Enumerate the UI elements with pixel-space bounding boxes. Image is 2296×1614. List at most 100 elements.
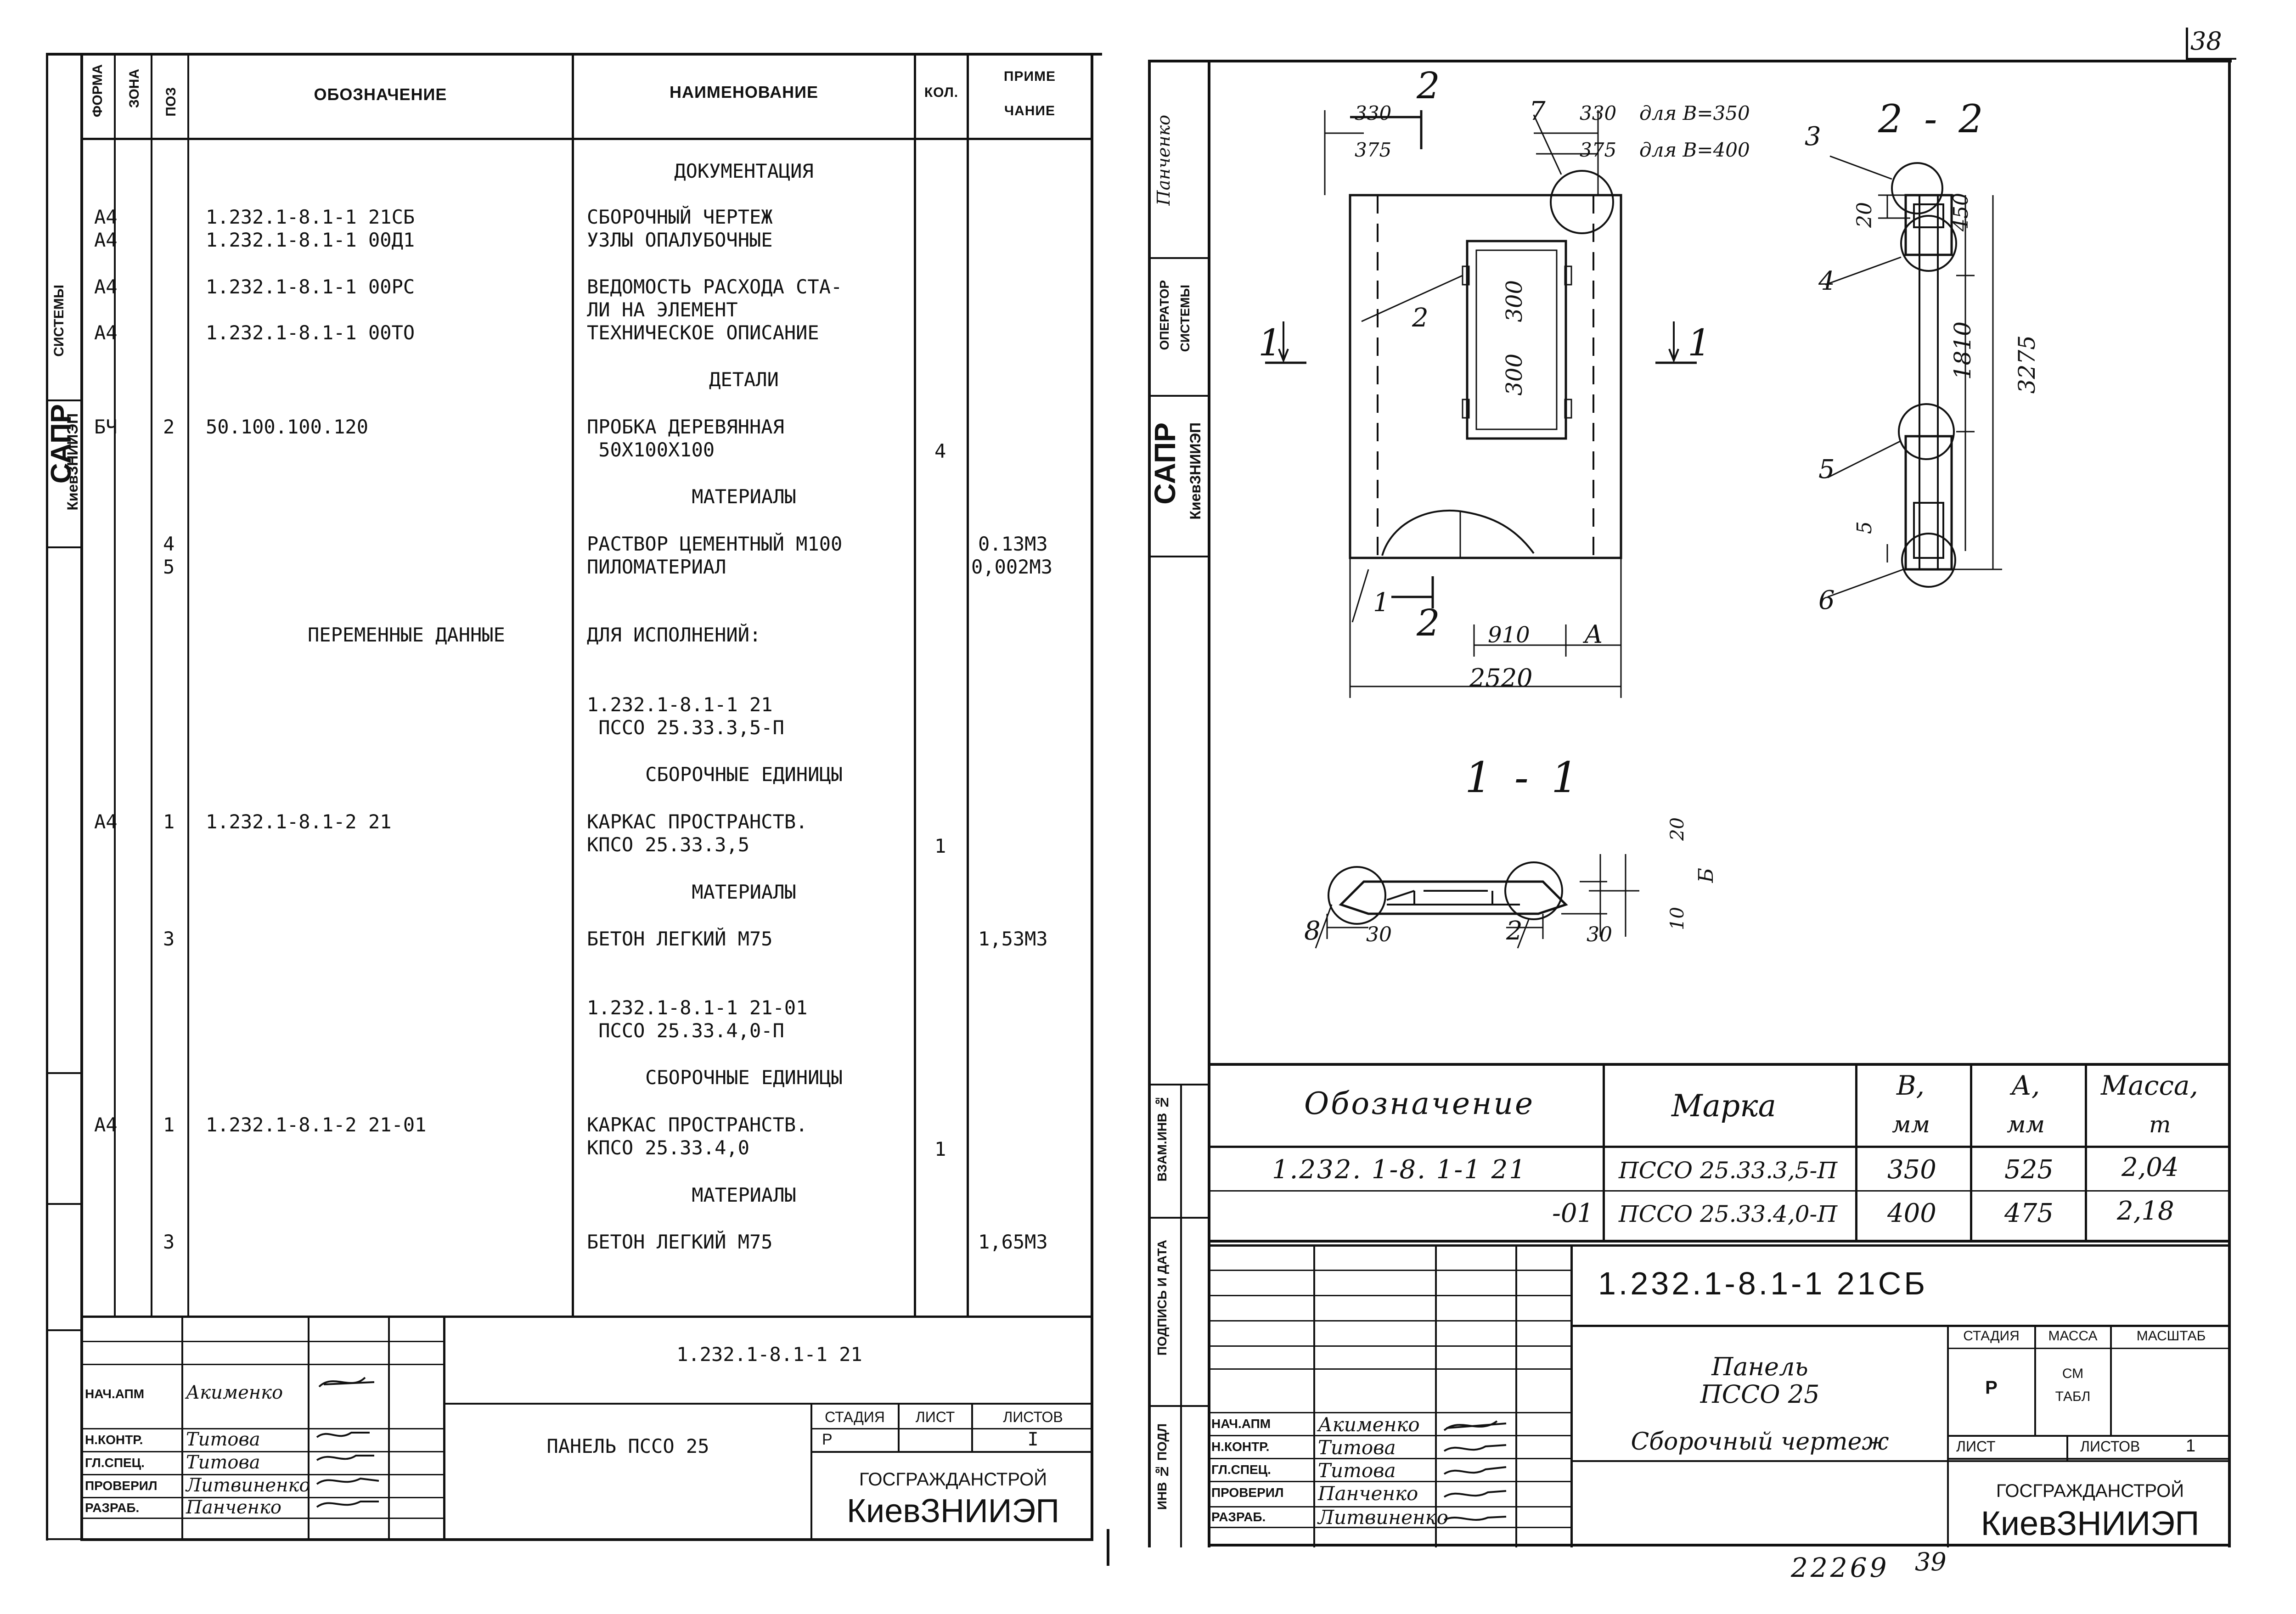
spec-row-name: ЛИ НА ЭЛЕМЕНТ xyxy=(587,298,738,321)
variant-a: 525 xyxy=(2004,1155,2054,1185)
left-block-title: ПАНЕЛЬ ПССО 25 xyxy=(546,1435,709,1457)
spec-row-name: МАТЕРИАЛЫ xyxy=(692,485,796,508)
dim-label: 375 xyxy=(1355,139,1392,161)
right-signatures xyxy=(1443,1420,1507,1521)
spec-row-name: ПССО 25.33.4,0-П xyxy=(587,1019,784,1042)
spec-row-designation: 1.232.1-8.1-2 21 xyxy=(206,810,392,833)
spec-row-name: БЕТОН ЛЕГКИЙ М75 xyxy=(587,1231,773,1253)
spec-row-name: РАСТВОР ЦЕМЕНТНЫЙ М100 xyxy=(587,533,843,555)
dim-label: 3275 xyxy=(2014,335,2040,394)
left-block-stage: Р xyxy=(822,1431,833,1448)
variant-mass: 2,18 xyxy=(2117,1196,2174,1226)
role-signature-name: Титова xyxy=(186,1429,260,1450)
variant-mass: 2,04 xyxy=(2122,1153,2179,1182)
left-side-institute: КиевЗНИИЭП xyxy=(64,413,81,511)
note-b350: для В=350 xyxy=(1639,102,1750,124)
role-signature-name: Титова xyxy=(1318,1436,1396,1459)
right-block-title-2: ПССО 25 xyxy=(1700,1380,1820,1409)
col-header-pos: ПОЗ xyxy=(163,87,179,117)
right-side-sapr: САПР xyxy=(1148,422,1182,505)
col-header-format: ФОРМА xyxy=(90,64,105,118)
dim-label: 375 xyxy=(1580,139,1617,161)
right-side-systems: СИСТЕМЫ xyxy=(1178,285,1192,352)
spec-row-designation: 50.100.100.120 xyxy=(206,416,369,438)
dim-label: 300 xyxy=(1502,354,1527,396)
spec-row-name: КАРКАС ПРОСТРАНСТВ. xyxy=(587,1113,808,1136)
right-side-inv-sub: ВЗАМ.ИНВ № xyxy=(1155,1095,1169,1182)
col-header-designation: ОБОЗНАЧЕНИЕ xyxy=(314,85,447,104)
col-header-note-1: ПРИМЕ xyxy=(1003,69,1056,84)
right-block-sheet-label: ЛИСТ xyxy=(1956,1438,1996,1455)
dim-label: 450 xyxy=(1949,193,1973,231)
spec-row-designation: ПЕРЕМЕННЫЕ ДАННЫЕ xyxy=(308,624,505,646)
section-title-2-2: 2 - 2 xyxy=(1878,96,1988,141)
role-label: РАЗРАБ. xyxy=(1211,1510,1266,1524)
spec-row-name: ДОКУМЕНТАЦИЯ xyxy=(674,160,814,182)
spec-row-name: КАРКАС ПРОСТРАНСТВ. xyxy=(587,810,808,833)
dim-label: Б xyxy=(1694,868,1718,883)
spec-row-format: А4 xyxy=(94,206,118,228)
page-number-top: 38 xyxy=(2190,27,2222,56)
col-header-qty: КОЛ. xyxy=(924,85,959,100)
callout-2b: 2 xyxy=(1506,916,1523,946)
spec-row-format: А4 xyxy=(94,321,118,344)
role-signature-name: Панченко xyxy=(1318,1482,1418,1505)
spec-row-note: 0.13М3 xyxy=(978,533,1048,555)
role-signature-name: Панченко xyxy=(186,1497,281,1518)
variant-mark: ПССО 25.33.4,0-П xyxy=(1619,1201,1838,1227)
spec-row-designation: 1.232.1-8.1-1 00Д1 xyxy=(206,229,415,251)
dim-label: 300 xyxy=(1502,280,1527,322)
spec-row-pos: 3 xyxy=(163,1231,175,1253)
spec-row-qty: 1 xyxy=(934,1138,946,1160)
callout-6: 6 xyxy=(1818,585,1835,615)
spec-row-name: ПИЛОМАТЕРИАЛ xyxy=(587,556,726,578)
spec-row-pos: 3 xyxy=(163,928,175,950)
left-block-code: 1.232.1-8.1-1 21 xyxy=(676,1343,862,1366)
right-block-mass-value-2: ТАБЛ xyxy=(2055,1389,2091,1404)
spec-row-format: А4 xyxy=(94,810,118,833)
dim-label: 30 xyxy=(1366,923,1392,946)
dim-label: А xyxy=(1584,620,1603,649)
spec-row-name: СБОРОЧНЫЙ ЧЕРТЕЖ xyxy=(587,206,773,228)
spec-row-note: 0,002М3 xyxy=(971,556,1053,578)
right-block-stage-label: СТАДИЯ xyxy=(1963,1328,2020,1344)
spec-row-name: ПССО 25.33.3,5-П xyxy=(587,716,784,739)
variants-header-designation: Обозначение xyxy=(1304,1086,1535,1121)
role-label: Н.КОНТР. xyxy=(85,1433,143,1447)
dim-label: 30 xyxy=(1587,923,1612,946)
spec-row-name: СБОРОЧНЫЕ ЕДИНИЦЫ xyxy=(645,763,843,786)
spec-row-name: КПСО 25.33.4,0 xyxy=(587,1136,750,1159)
variant-b: 350 xyxy=(1887,1155,1936,1185)
spec-row-name: БЕТОН ЛЕГКИЙ М75 xyxy=(587,928,773,950)
spec-row-designation: 1.232.1-8.1-1 21СБ xyxy=(206,206,415,228)
right-block-stage: Р xyxy=(1985,1378,1998,1398)
spec-row-format: А4 xyxy=(94,276,118,298)
callout-7: 7 xyxy=(1529,96,1546,126)
spec-row-qty: 1 xyxy=(934,835,946,857)
dim-label: 1810 xyxy=(1949,321,1976,380)
variants-header-a: А, xyxy=(2011,1070,2040,1101)
col-header-name: НАИМЕНОВАНИЕ xyxy=(670,83,818,101)
dim-label: 910 xyxy=(1488,622,1530,648)
spec-row-pos: 2 xyxy=(163,416,175,438)
right-block-sheets: 1 xyxy=(2186,1436,2196,1456)
left-block-org-2: КиевЗНИИЭП xyxy=(847,1493,1059,1530)
role-label: ПРОВЕРИЛ xyxy=(85,1479,158,1493)
dim-label: 5 xyxy=(1853,521,1876,534)
role-label: НАЧ.АПМ xyxy=(85,1387,145,1401)
right-side-operator: ОПЕРАТОР xyxy=(1157,280,1171,350)
spec-row-qty: 4 xyxy=(934,440,946,462)
page-number-bottom: 39 xyxy=(1915,1547,1947,1576)
role-signature-name: Акименко xyxy=(1318,1413,1420,1436)
right-side-inv-orig: ИНВ № ПОДЛ xyxy=(1155,1423,1169,1510)
right-block-org-2: КиевЗНИИЭП xyxy=(1981,1504,2200,1542)
left-block-sheets: I xyxy=(1027,1429,1039,1450)
role-label: Н.КОНТР. xyxy=(1211,1440,1270,1454)
spec-row-name: КПСО 25.33.3,5 xyxy=(587,833,750,856)
variant-designation: 1.232. 1-8. 1-1 21 xyxy=(1272,1155,1527,1185)
col-header-note-2: ЧАНИЕ xyxy=(1004,103,1055,118)
spec-row-name: 50Х100Х100 xyxy=(587,439,715,461)
callout-4: 4 xyxy=(1818,266,1835,296)
variant-designation: -01 xyxy=(1552,1198,1594,1228)
variant-b: 400 xyxy=(1887,1198,1936,1228)
